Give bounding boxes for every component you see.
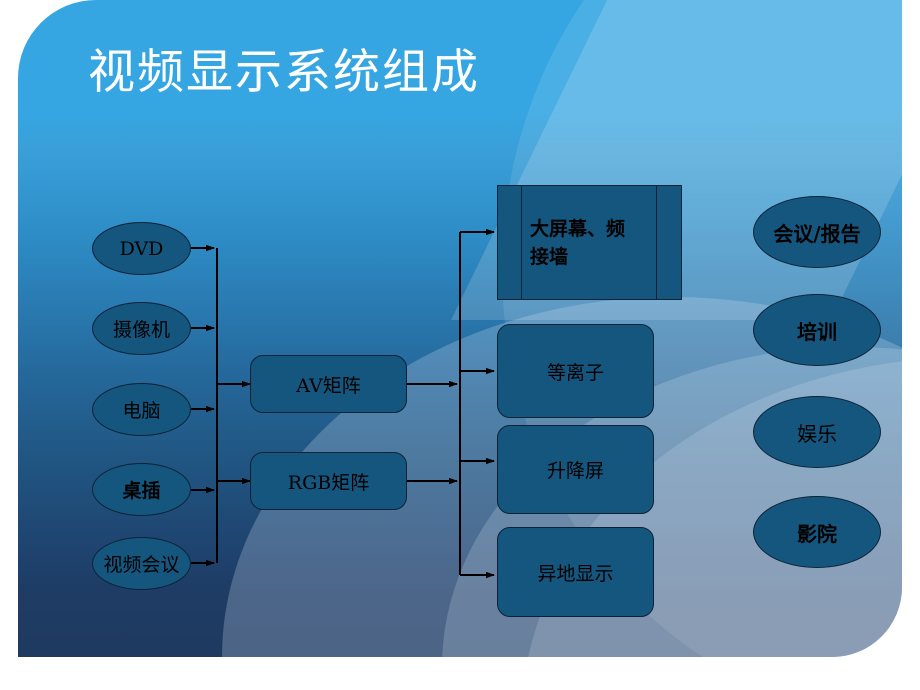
source-label-videoconf: 视频会议 — [103, 554, 180, 576]
slide-canvas: 视频显示系统组成 — [18, 0, 902, 657]
source-node-camera[interactable]: 摄像机 — [92, 302, 191, 355]
source-node-videoconf[interactable]: 视频会议 — [92, 537, 191, 590]
usecase-node-entertainment[interactable]: 娱乐 — [753, 396, 881, 468]
matrix-label-av: AV矩阵 — [296, 374, 361, 397]
matrix-node-av[interactable]: AV矩阵 — [250, 355, 407, 413]
source-label-computer: 电脑 — [122, 400, 161, 422]
usecase-label-meeting: 会议/报告 — [773, 221, 861, 246]
usecase-node-training[interactable]: 培训 — [753, 294, 881, 366]
display-node-liftscreen[interactable]: 升降屏 — [497, 425, 654, 514]
source-label-dvd: DVD — [119, 237, 164, 260]
usecase-label-entertainment: 娱乐 — [797, 421, 837, 446]
source-label-deskbox: 桌插 — [122, 480, 161, 502]
display-node-bigscreen[interactable]: 大屏幕、频 接墙 — [497, 185, 682, 300]
display-node-remote[interactable]: 异地显示 — [497, 527, 654, 617]
usecase-node-meeting[interactable]: 会议/报告 — [753, 196, 881, 268]
source-label-camera: 摄像机 — [112, 319, 170, 341]
usecase-label-cinema: 影院 — [797, 521, 837, 546]
slide-title: 视频显示系统组成 — [88, 45, 480, 100]
display-label-liftscreen: 升降屏 — [546, 460, 604, 482]
display-label-plasma: 等离子 — [546, 361, 604, 384]
display-node-plasma[interactable]: 等离子 — [497, 324, 654, 418]
source-node-deskbox[interactable]: 桌插 — [92, 463, 191, 516]
source-node-computer[interactable]: 电脑 — [92, 383, 191, 436]
usecase-node-cinema[interactable]: 影院 — [753, 496, 881, 568]
matrix-node-rgb[interactable]: RGB矩阵 — [250, 452, 407, 510]
source-node-dvd[interactable]: DVD — [92, 222, 191, 275]
bigscreen-left-bar — [521, 186, 522, 299]
bigscreen-right-bar — [656, 186, 657, 299]
display-label-bigscreen: 大屏幕、频 接墙 — [530, 217, 626, 268]
usecase-label-training: 培训 — [797, 319, 837, 344]
matrix-label-rgb: RGB矩阵 — [287, 471, 370, 494]
display-label-remote: 异地显示 — [537, 562, 614, 585]
